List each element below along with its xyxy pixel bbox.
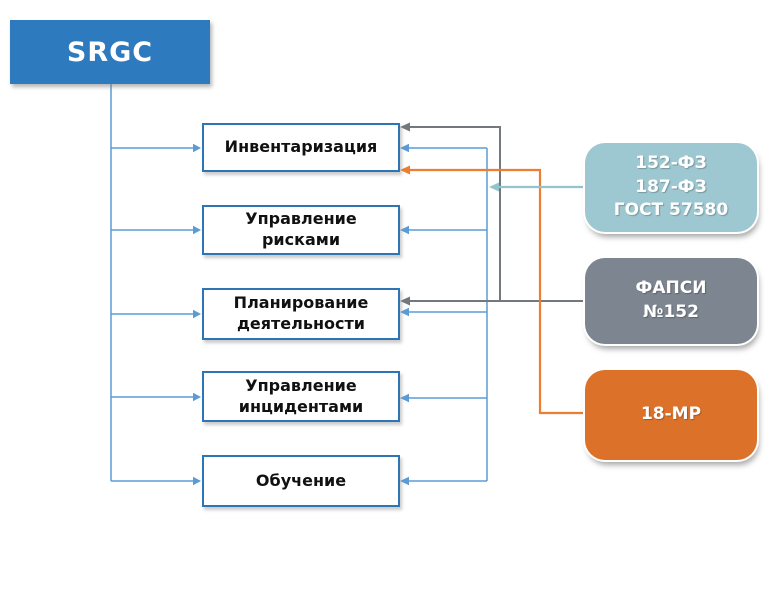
connector-18mr <box>400 165 585 415</box>
node-srgc-label: SRGC <box>66 36 154 68</box>
arrowhead-icon <box>193 309 201 319</box>
process-label: Обучение <box>255 470 347 490</box>
process-label: Инвентаризация <box>224 137 378 157</box>
arrowhead-icon <box>400 393 409 403</box>
regulation-box-fapsi: ФАПСИ №152 <box>585 258 757 344</box>
process-box-training: Обучение <box>202 455 400 507</box>
process-box-risk-management: Управление рисками <box>202 205 400 255</box>
regulation-label: ФАПСИ №152 <box>635 278 707 322</box>
arrowhead-icon <box>400 165 410 175</box>
arrowhead-icon <box>400 476 409 486</box>
arrowhead-icon <box>400 122 410 132</box>
arrowhead-icon <box>400 307 409 317</box>
arrowhead-icon <box>193 143 201 153</box>
connector-distribution <box>400 143 488 486</box>
fapsi-branch-line <box>409 126 501 301</box>
arrowhead-icon <box>193 225 201 235</box>
node-srgc: SRGC <box>10 20 210 84</box>
arrowhead-icon <box>400 225 409 235</box>
connector-fapsi <box>400 122 585 306</box>
process-label: Управление инцидентами <box>238 375 364 416</box>
process-box-activity-planning: Планирование деятельности <box>202 288 400 340</box>
mr18-line <box>409 168 585 415</box>
regulation-box-152fz: 152-ФЗ 187-ФЗ ГОСТ 57580 <box>585 143 757 232</box>
process-label: Управление рисками <box>245 209 357 249</box>
arrowhead-icon <box>193 476 201 486</box>
connector-srgc-trunk <box>110 84 201 486</box>
process-box-incident-management: Управление инцидентами <box>202 371 400 422</box>
arrowhead-icon <box>400 143 409 153</box>
arrowhead-icon <box>193 392 201 402</box>
process-label: Планирование деятельности <box>233 293 369 333</box>
process-box-inventory: Инвентаризация <box>202 123 400 172</box>
arrowhead-icon <box>400 296 410 306</box>
connector-152fz <box>489 182 584 192</box>
arrowhead-icon <box>489 182 499 192</box>
regulation-label: 152-ФЗ 187-ФЗ ГОСТ 57580 <box>613 152 729 221</box>
regulation-box-18mr: 18-МР <box>585 370 757 460</box>
regulation-label: 18-МР <box>640 404 702 425</box>
